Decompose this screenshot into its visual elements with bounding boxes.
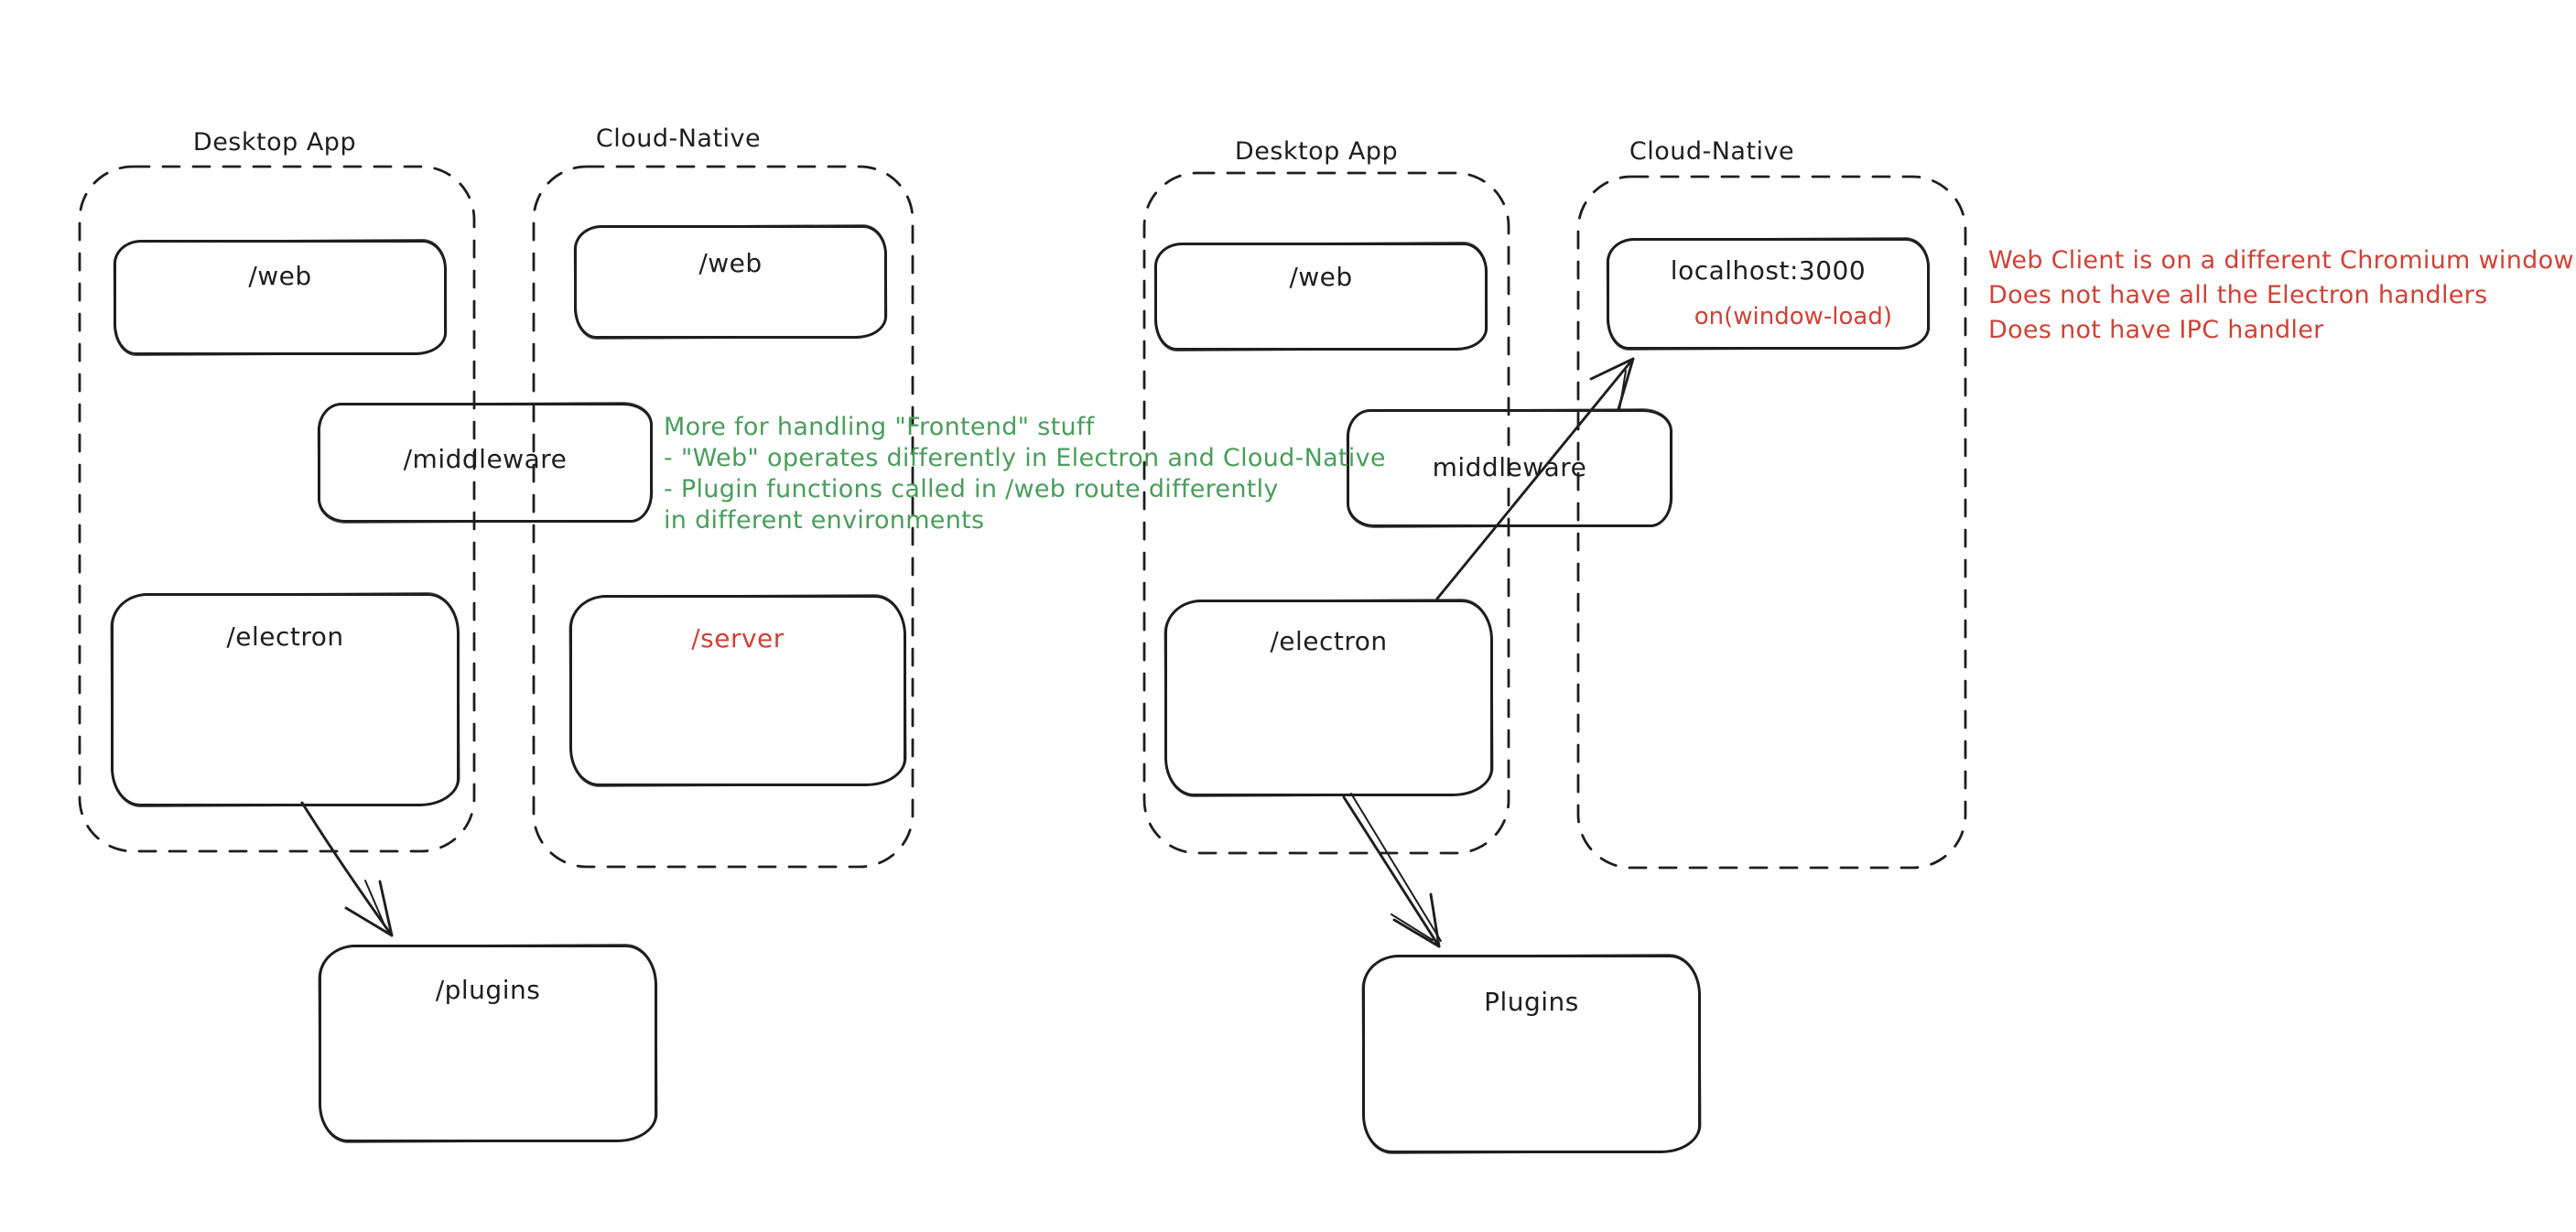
- node-middleware-left: /middleware: [318, 403, 653, 523]
- node-middleware-right-label: middleware: [1432, 452, 1587, 482]
- node-localhost-label: localhost:3000: [1670, 255, 1867, 286]
- desktop-app-label-right: Desktop App: [1234, 137, 1399, 166]
- red-note-line: Does not have IPC handler: [1988, 316, 2324, 344]
- node-plugins-left: /plugins: [319, 945, 657, 1142]
- green-note-line: in different environments: [664, 506, 985, 535]
- green-note-line: - "Web" operates differently in Electron…: [664, 444, 1386, 472]
- green-note-line: More for handling "Frontend" stuff: [664, 413, 1095, 441]
- arrow-electron-to-plugins-left: [300, 801, 394, 937]
- red-note: Web Client is on a different Chromium wi…: [1988, 243, 2574, 348]
- node-electron-right: /electron: [1164, 600, 1493, 796]
- node-electron-right-label: /electron: [1270, 626, 1388, 656]
- node-web-desktop-left-label: /web: [248, 261, 312, 291]
- node-server-left-label: /server: [691, 623, 785, 654]
- node-web-cloud-left: /web: [574, 225, 887, 339]
- node-plugins-right: Plugins: [1362, 955, 1701, 1153]
- red-note-line: Does not have all the Electron handlers: [1988, 281, 2488, 309]
- node-middleware-right: middleware: [1347, 409, 1672, 527]
- red-note-line: Web Client is on a different Chromium wi…: [1988, 246, 2574, 275]
- node-plugins-left-label: /plugins: [435, 975, 541, 1005]
- node-localhost-subtext: on(window-load): [1694, 303, 1892, 330]
- cloud-native-label-left: Cloud-Native: [595, 124, 762, 153]
- desktop-app-label-left: Desktop App: [192, 128, 357, 157]
- arrow-electron-to-plugins-right: [1342, 793, 1442, 948]
- node-web-desktop-left: /web: [114, 240, 447, 355]
- node-web-desktop-right: /web: [1154, 243, 1488, 351]
- node-plugins-right-label: Plugins: [1484, 987, 1579, 1017]
- node-localhost: localhost:3000 on(window-load): [1607, 238, 1930, 350]
- node-electron-left-label: /electron: [226, 621, 344, 652]
- cloud-native-label-right: Cloud-Native: [1629, 137, 1795, 166]
- green-note: More for handling "Frontend" stuff - "We…: [664, 412, 1386, 536]
- node-middleware-left-label: /middleware: [403, 444, 568, 474]
- green-note-line: - Plugin functions called in /web route …: [664, 475, 1279, 503]
- node-server-left: /server: [569, 595, 906, 786]
- node-web-desktop-right-label: /web: [1289, 262, 1353, 292]
- node-web-cloud-left-label: /web: [698, 248, 763, 278]
- node-electron-left: /electron: [111, 593, 460, 806]
